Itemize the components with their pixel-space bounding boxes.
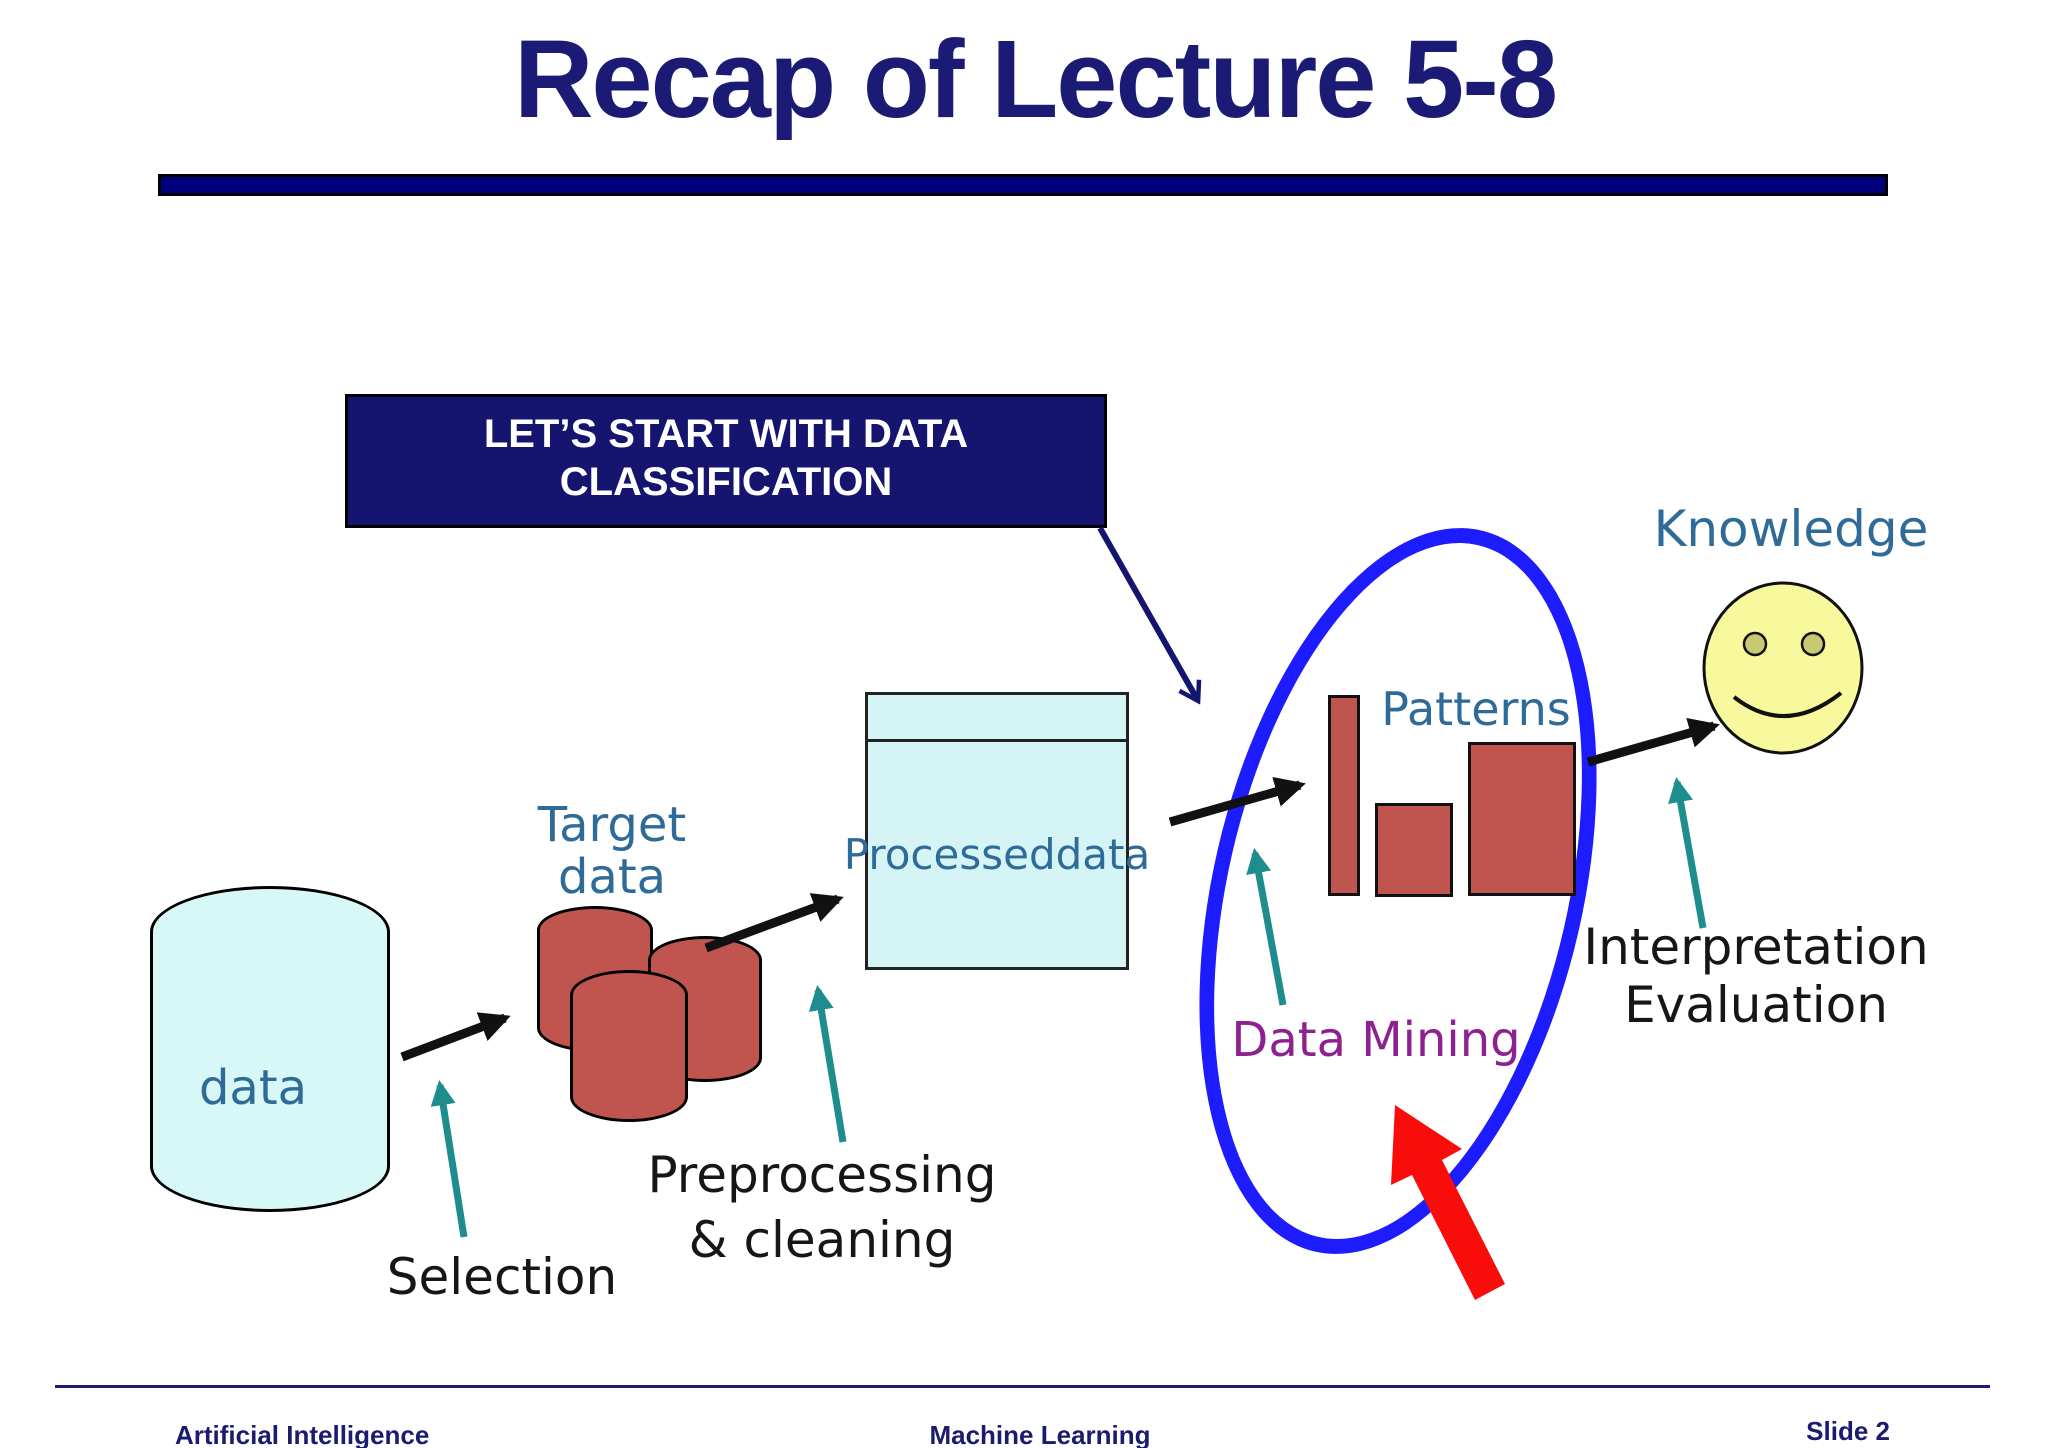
preprocessing-label: Preprocessing & cleaning xyxy=(647,1146,997,1269)
footer-slide-number: Slide 2 xyxy=(1806,1416,1890,1446)
smiley-face-icon xyxy=(1702,581,1864,755)
footer-topic: Machine Learning xyxy=(929,1420,1151,1448)
callout-line-1: LET’S START WITH DATA xyxy=(483,412,969,456)
footer-course-name: Artificial Intelligence xyxy=(175,1420,430,1448)
callout-box: LET’S START WITH DATA CLASSIFICATION xyxy=(345,394,1107,528)
selection-pointer-arrow xyxy=(430,1080,468,1238)
title-rule xyxy=(158,174,1888,196)
preprocessing-pointer-arrow xyxy=(808,985,847,1143)
data-mining-label: Data Mining xyxy=(1231,1012,1521,1068)
target-data-label: Target data xyxy=(537,797,687,905)
data-label: data xyxy=(198,1060,308,1116)
pattern-bar xyxy=(1375,803,1453,897)
interpretation-pointer-arrow xyxy=(1668,777,1707,929)
smiley-smile xyxy=(1732,691,1843,718)
smiley-eye xyxy=(1742,631,1768,657)
selection-label: Selection xyxy=(386,1248,618,1306)
processed-data-box: Processed data xyxy=(843,692,1151,970)
smiley-eye xyxy=(1800,631,1826,657)
page-title: Recap of Lecture 5-8 xyxy=(513,18,1558,141)
patterns-label: Patterns xyxy=(1381,682,1571,736)
footer-rule xyxy=(55,1385,1990,1388)
interpretation-evaluation-label: Interpretation Evaluation xyxy=(1583,918,1929,1034)
database-cylinder-icon xyxy=(150,886,390,1212)
target-cylinder-icon xyxy=(570,970,688,1122)
flow-arrow-data-to-target xyxy=(400,1012,511,1062)
flow-arrow-patterns-to-knowledge xyxy=(1586,718,1720,767)
knowledge-label: Knowledge xyxy=(1653,500,1929,558)
callout-line-2: CLASSIFICATION xyxy=(559,460,893,504)
processed-data-label: Processed data xyxy=(843,829,1151,879)
pattern-bar xyxy=(1328,695,1360,896)
callout-pointer-arrow xyxy=(1097,526,1202,705)
pattern-bar xyxy=(1468,742,1576,896)
processed-box-header-strip xyxy=(868,695,1126,742)
